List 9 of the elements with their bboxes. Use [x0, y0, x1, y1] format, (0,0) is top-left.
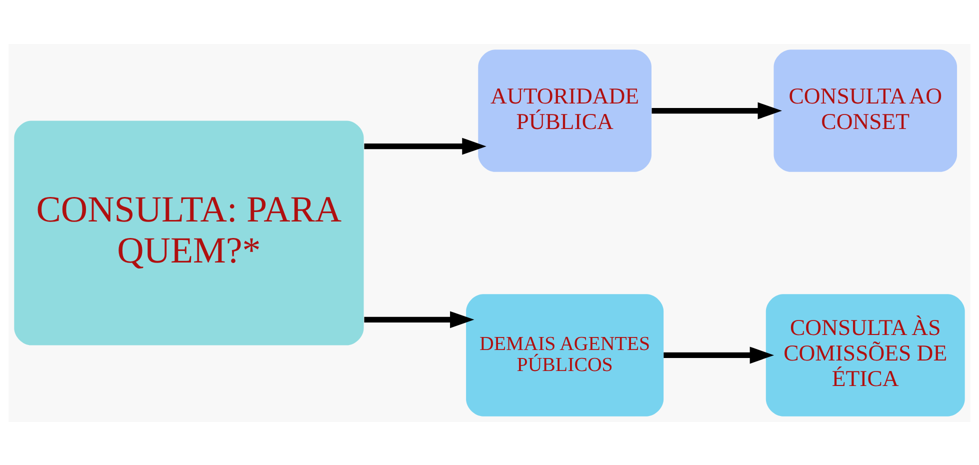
arrow [652, 102, 782, 119]
arrow [364, 310, 474, 328]
node-box: CONSULTA AO CONSET [774, 49, 958, 172]
node-box: CONSULTA: PARA QUEM?* [14, 120, 364, 345]
arrow [664, 346, 774, 364]
node-box: CONSULTA ÀS COMISSÕES DE ÉTICA [766, 294, 965, 416]
arrow [364, 137, 486, 154]
node-box: DEMAIS AGENTES PÚBLICOS [466, 294, 664, 416]
node-box: AUTORIDADE PÚBLICA [478, 49, 652, 172]
